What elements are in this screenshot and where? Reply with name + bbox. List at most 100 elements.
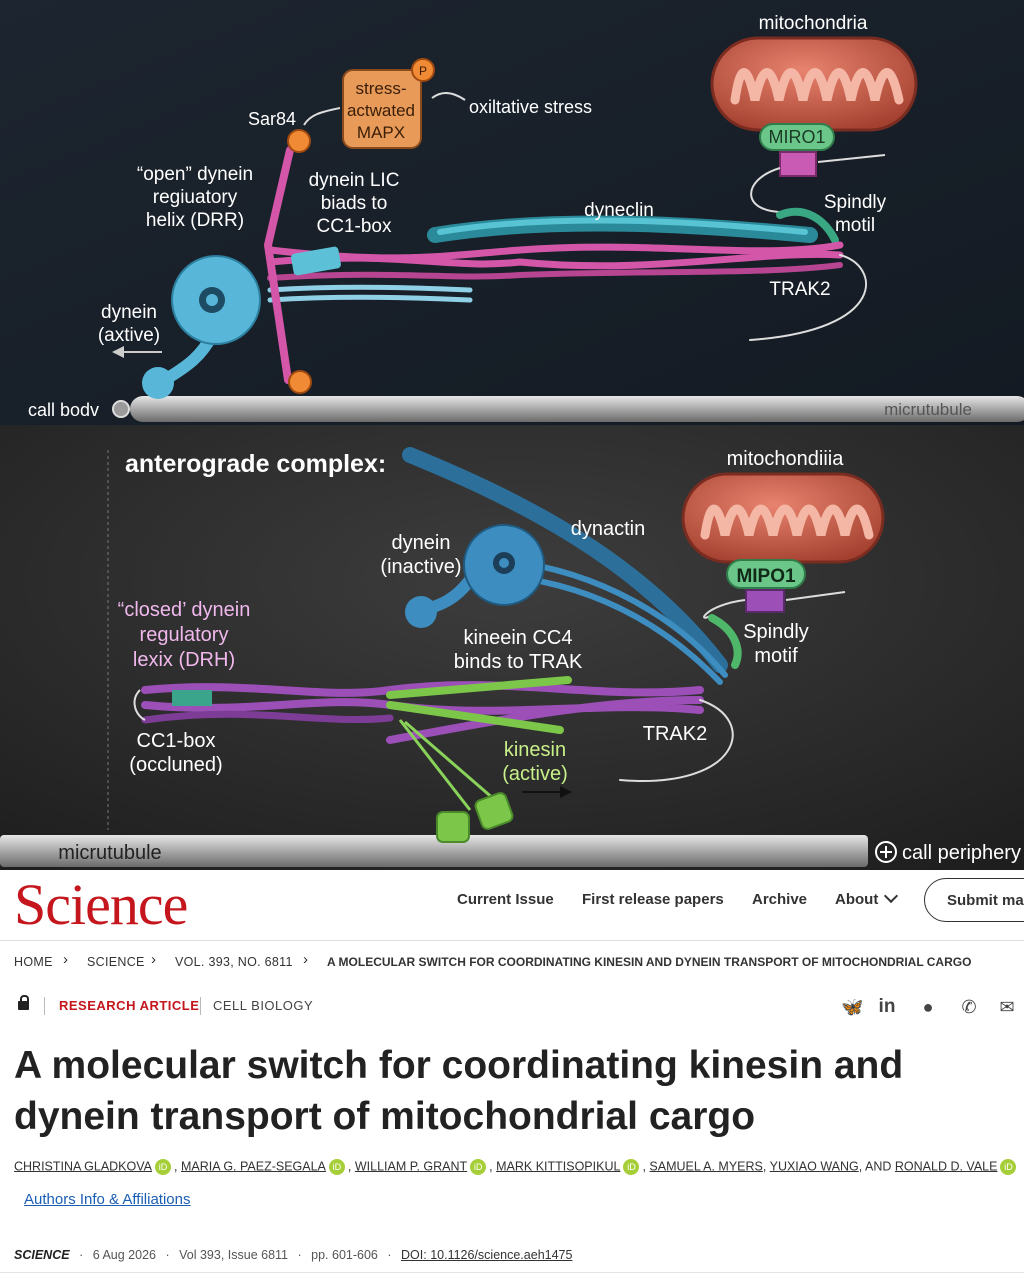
trak2-label-top: TRAK2 [769, 279, 830, 300]
spindly-label-top-1: Spindly [824, 192, 887, 213]
author-link[interactable]: SAMUEL A. MYERS [649, 1159, 763, 1174]
spindly-label-top-2: motil [835, 215, 875, 236]
drh-label-2: regulatory [140, 624, 229, 646]
chevron-right-icon: › [151, 951, 156, 968]
periphery-label: call periphery [902, 842, 1021, 864]
spindly-label-bottom-2: motif [754, 645, 798, 667]
breadcrumb-volume[interactable]: VOL. 393, NO. 6811 [175, 955, 293, 969]
mt-label-bottom: micrutubule [58, 842, 161, 864]
kinesin-label-2: (active) [502, 763, 568, 785]
lock-shackle [20, 995, 29, 1003]
stress-mapk-box [342, 69, 422, 149]
journal-name: SCIENCE [14, 1248, 70, 1262]
email-icon[interactable]: ✉ [999, 997, 1015, 1017]
mapk-label-2: actwated [347, 101, 415, 120]
kinesin-cc-label-2: binds to TRAK [454, 651, 583, 673]
dynein-lic-top [291, 246, 341, 276]
phospho-site-top [287, 129, 311, 153]
mitochondria-bottom [681, 472, 885, 564]
cc1-box [172, 690, 212, 706]
nav-about-label: About [835, 891, 879, 908]
phospho-label: P [419, 64, 427, 78]
trak2-label-bottom: TRAK2 [643, 723, 707, 745]
miro1-label-top: MIRO1 [768, 127, 825, 147]
miro-linker-top [779, 151, 817, 177]
mt-label-top: micrutubule [884, 400, 972, 419]
cell-body-marker [112, 400, 130, 418]
orcid-icon[interactable]: iD [1000, 1159, 1017, 1175]
volume-issue: Vol 393, Issue 6811 [179, 1248, 289, 1262]
lic-label-2: biads to [321, 193, 388, 214]
spindly-motif-bottom [708, 614, 742, 669]
nav-archive[interactable]: Archive [752, 891, 808, 908]
dynactin-label-bottom: dynactin [571, 518, 646, 540]
doi-link[interactable]: DOI: 10.1126/science.aeh1475 [401, 1248, 573, 1262]
drr-label-2: regiuatory [153, 187, 238, 208]
microtubule-bottom [0, 835, 868, 867]
chevron-right-icon: › [303, 951, 308, 968]
nav-about[interactable]: About [835, 888, 899, 908]
sar-label: Sar84 [248, 109, 296, 129]
microtubule-top [130, 396, 1024, 422]
drr-label-1: “open” dynein [137, 164, 253, 185]
authors-info-link[interactable]: Authors Info & Affiliations [24, 1191, 191, 1208]
chevron-right-icon: › [63, 951, 68, 968]
submit-manuscript-button[interactable]: Submit ma [924, 878, 1024, 922]
kinesin-active [386, 676, 572, 843]
author-link[interactable]: MARK KITTISOPIKUL [496, 1159, 621, 1174]
lock-icon [18, 1001, 29, 1010]
section-tag[interactable]: CELL BIOLOGY [213, 998, 314, 1013]
mito-label-bottom: mitochondiiia [727, 448, 845, 470]
breadcrumb-home[interactable]: HOME [14, 955, 53, 969]
nav-first-release[interactable]: First release papers [582, 891, 724, 908]
author-link[interactable]: CHRISTINA GLADKOVA [14, 1159, 152, 1174]
dynactin-bottom [402, 447, 728, 673]
mito-label-top: mitochondria [759, 13, 868, 34]
orcid-icon[interactable]: iD [155, 1159, 171, 1175]
stress-label: oxiltative stress [469, 97, 592, 117]
divider [44, 997, 45, 1015]
reddit-icon[interactable]: ● [922, 997, 934, 1017]
orcid-icon[interactable]: iD [623, 1159, 640, 1175]
phospho-site-bottom [288, 370, 312, 394]
dynein-active-top [142, 255, 261, 399]
cellbody-label: call bodv [28, 400, 99, 420]
site-header [0, 870, 1024, 941]
citation-meta: SCIENCE · 6 Aug 2026 · Vol 393, Issue 68… [14, 1248, 573, 1262]
wechat-icon[interactable]: ✆ [961, 997, 977, 1017]
orcid-icon[interactable]: iD [328, 1159, 345, 1175]
author-link[interactable]: RONALD D. VALE [894, 1159, 998, 1174]
mapk-label-3: MAPX [357, 123, 405, 142]
publish-date: 6 Aug 2026 [92, 1248, 156, 1262]
author-link[interactable]: MARIA G. PAEZ-SEGALA [180, 1159, 326, 1174]
dynein-label-top-1: dynein [101, 302, 157, 323]
lic-label-3: CC1-box [317, 216, 392, 237]
spindly-motif-top [776, 207, 839, 244]
drh-label-1: “closed’ dynein [118, 599, 251, 621]
divider [0, 1272, 1024, 1273]
author-link[interactable]: WILLIAM P. GRANT [354, 1159, 468, 1174]
orcid-icon[interactable]: iD [470, 1159, 487, 1175]
chevron-down-icon [884, 888, 899, 904]
research-article-tag[interactable]: RESEARCH ARTICLE [59, 998, 200, 1013]
kinesin-cc-label-1: kineein CC4 [464, 627, 573, 649]
dynein-label-bottom-2: (inactive) [380, 556, 461, 578]
linkedin-icon[interactable]: in [878, 996, 896, 1017]
dynein-inactive-bottom [405, 524, 545, 628]
bottom-heading: anterograde complex: [125, 450, 386, 478]
add-circle-icon [875, 841, 897, 863]
article-title: A molecular switch for coordinating kine… [14, 1044, 904, 1138]
miro1-top [759, 123, 835, 151]
bluesky-icon[interactable]: 🦋 [841, 997, 864, 1017]
science-logo[interactable]: Science [14, 872, 188, 937]
nav-current-issue[interactable]: Current Issue [457, 891, 554, 908]
drh-label-3: lexix (DRH) [133, 649, 235, 671]
cc1-label-2: (occluned) [129, 754, 222, 776]
drr-label-3: helix (DRR) [146, 210, 244, 231]
kinesin-label-1: kinesin [504, 739, 566, 761]
miro1-label-bottom: MIPO1 [736, 566, 796, 587]
author-link[interactable]: YUXIAO WANG [769, 1159, 859, 1174]
dynein-label-top-2: (axtive) [98, 325, 160, 346]
breadcrumb-science[interactable]: SCIENCE [87, 955, 145, 969]
